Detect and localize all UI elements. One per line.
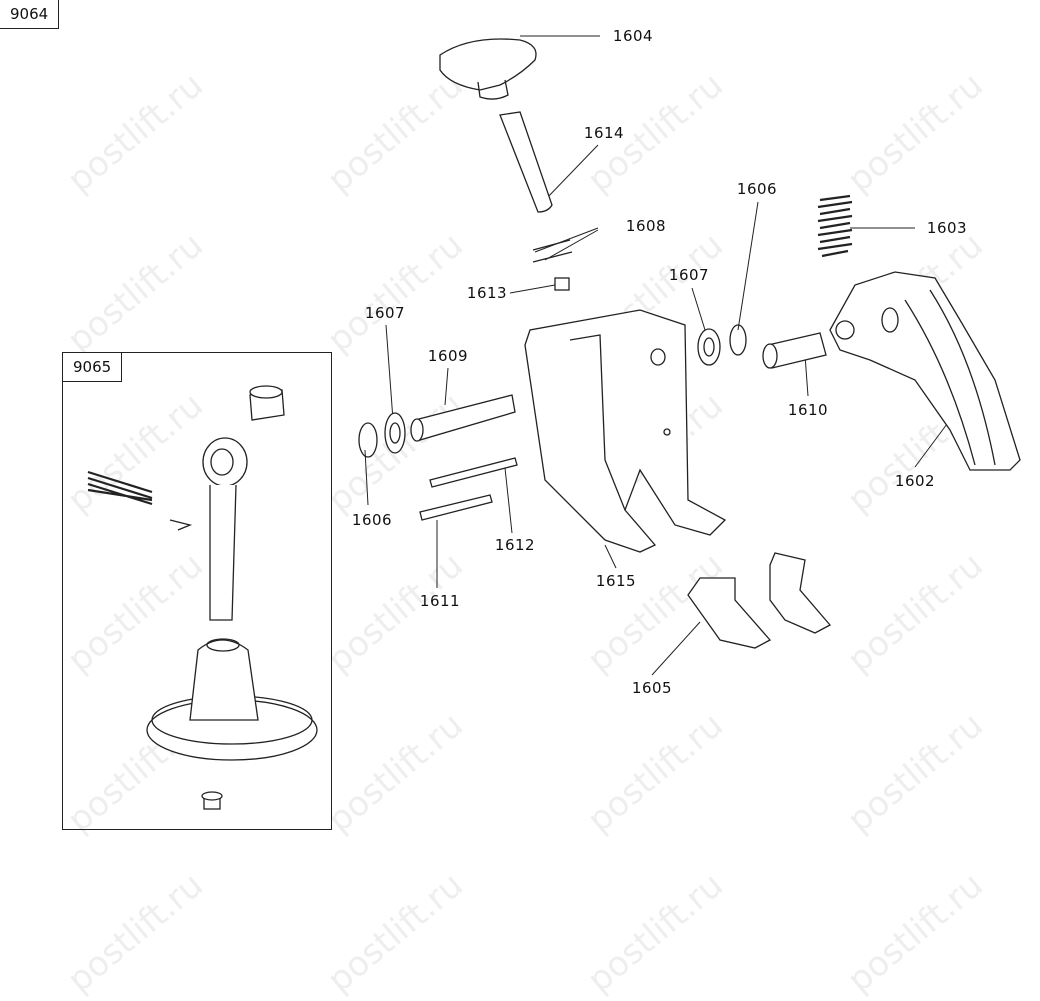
knob-1604 [439,38,537,100]
part-label-1615: 1615 [595,572,637,590]
part-label-1604: 1604 [612,27,654,45]
watermark-text: postlift.ru [580,864,731,1001]
assembly-id-9065: 9065 [62,352,123,382]
bracket-1615 [524,309,727,553]
part-label-1612: 1612 [494,536,536,554]
part-label-1609: 1609 [427,347,469,365]
rod-1611 [419,494,493,521]
ring-1606-right [729,324,747,356]
parts-drawing [87,35,1021,810]
sub-assembly-parts [87,385,318,810]
part-label-1608: 1608 [625,217,667,235]
ring-1606-left [358,422,378,458]
leader-lines [364,35,951,676]
part-label-1607-left: 1607 [364,304,406,322]
part-label-1602: 1602 [894,472,936,490]
spring-1603 [817,194,853,258]
assembly-id-9064: 9064 [0,0,60,29]
part-label-1606-left: 1606 [351,511,393,529]
part-label-1605: 1605 [631,679,673,697]
washer-1607-right [697,328,721,366]
rod-1612 [429,457,518,488]
part-label-1606-right: 1606 [736,180,778,198]
arm-1602 [829,271,1021,471]
part-label-1607-right: 1607 [668,266,710,284]
washer-1607-left [384,412,406,454]
part-label-1603: 1603 [926,219,968,237]
watermark-text: postlift.ru [60,864,211,1001]
pads-1605 [687,552,832,649]
watermark-text: postlift.ru [840,864,991,1001]
part-label-1614: 1614 [583,124,625,142]
clips-1608 [532,239,573,263]
pin-1614 [499,111,553,213]
part-label-1611: 1611 [419,592,461,610]
part-label-1610: 1610 [787,401,829,419]
pin-1609 [410,394,516,442]
sub-assembly-panel [62,352,332,830]
watermark-text: postlift.ru [320,864,471,1001]
sleeve-1610 [762,332,827,369]
bolt-1613 [554,277,570,291]
part-label-1613: 1613 [466,284,508,302]
